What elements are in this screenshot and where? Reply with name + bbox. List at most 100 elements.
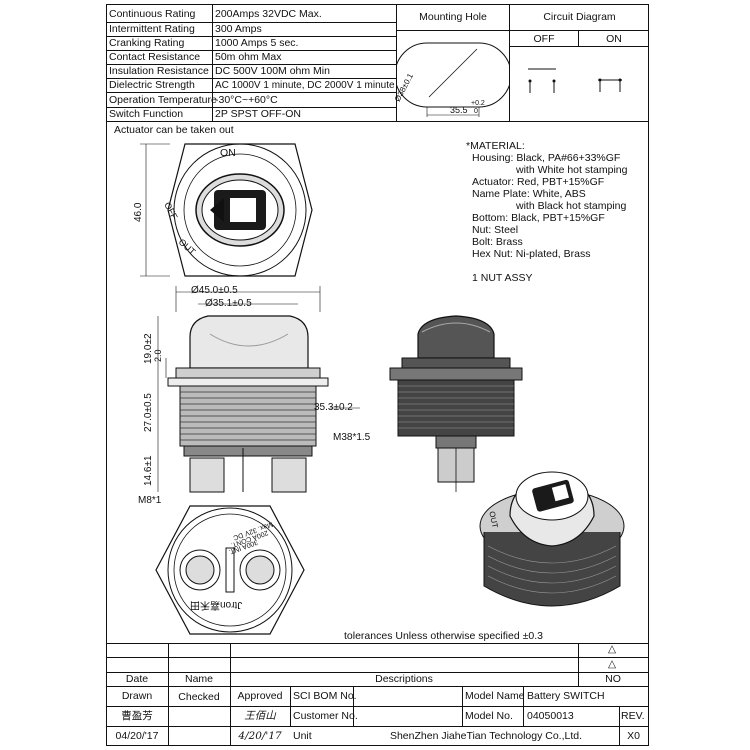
spec-divider-3 [509, 4, 510, 121]
hole-flat-tol-2: 0 [474, 108, 478, 115]
rev-top [106, 643, 649, 644]
hole-flat-label: 35.5 [450, 105, 468, 115]
row-line [106, 50, 396, 51]
tolerance-note: tolerances Unless otherwise specified ±0… [344, 630, 543, 642]
material-line: Housing: Black, PA#66+33%GF [472, 152, 621, 164]
rev-date-header: Date [125, 673, 149, 685]
tb-model-no: 04050013 [527, 710, 574, 722]
spec-label: Cranking Rating [109, 37, 185, 49]
spec-label: Switch Function [109, 108, 184, 120]
side-view-drawing [157, 286, 360, 493]
circuit-divider [578, 30, 579, 46]
material-title: *MATERIAL: [466, 140, 525, 152]
rev-col [578, 643, 579, 686]
top-view-drawing [140, 143, 313, 277]
material-line: Nut: Steel [472, 224, 519, 236]
dim-thread: M38*1.5 [333, 432, 371, 443]
spec-label: Intermittent Rating [109, 23, 195, 35]
rev-row [106, 672, 649, 673]
top-view-on: ON [220, 147, 236, 159]
tb-rev-label: REV. [621, 710, 645, 722]
circuit-off-label: OFF [533, 33, 555, 45]
material-line: with White hot stamping [516, 164, 628, 176]
rev-col [168, 643, 169, 686]
dim-w35: 35.3±0.2 [314, 402, 353, 413]
tb-col [619, 706, 620, 746]
tb-row [106, 706, 649, 707]
tb-drawn-date: 04/20/'17 [115, 730, 159, 742]
header-line [396, 30, 649, 31]
rev-triangle-icon: △ [608, 643, 617, 655]
tb-col [462, 686, 463, 726]
mounting-hole-title: Mounting Hole [419, 11, 487, 23]
spec-value: 50m ohm Max [215, 51, 282, 63]
rev-name-header: Name [184, 673, 213, 685]
dim-d35: Ø35.1±0.5 [205, 298, 252, 309]
bottom-view-drawing [155, 505, 305, 635]
spec-value: 200Amps 32VDC Max. [215, 8, 322, 20]
row-line [106, 64, 396, 65]
dim-h27: 27.0±0.5 [143, 393, 154, 432]
spec-table-bottom [106, 121, 649, 122]
mounting-hole-diagram [397, 42, 509, 117]
tb-model-no-label: Model No. [465, 710, 513, 722]
spec-label: Continuous Rating [109, 8, 196, 20]
tb-sci-bom: SCI BOM No. [293, 690, 357, 702]
tb-unit: Unit [293, 730, 312, 742]
rev-row [106, 686, 649, 687]
spec-label: Dielectric Strength [109, 79, 195, 91]
rev-triangle-icon: △ [608, 658, 617, 670]
spec-value: 2P SPST OFF-ON [215, 108, 301, 120]
frame-left [106, 4, 107, 746]
spec-value: 1000 Amps 5 sec. [215, 37, 299, 49]
dim-d45: Ø45.0±0.5 [191, 285, 238, 296]
rev-desc-header: Descriptions [375, 673, 433, 685]
material-line: Hex Nut: Ni-plated, Brass [472, 248, 591, 260]
dim-h2: 2.0 [153, 349, 163, 362]
tb-col [523, 686, 524, 726]
tb-approved: Approved [237, 690, 283, 702]
tb-company: ShenZhen JiaheTian Technology Co.,Ltd. [389, 730, 583, 742]
tb-customer: Customer No. [293, 710, 358, 722]
tb-model-name: Battery SWITCH [527, 690, 605, 702]
tb-rev-value: X0 [627, 730, 640, 742]
tb-col [168, 686, 169, 746]
spec-divider-2 [396, 4, 397, 121]
rev-row [106, 657, 649, 658]
spec-value: 300 Amps [215, 23, 262, 35]
spec-divider [212, 4, 213, 121]
tb-col [353, 686, 354, 726]
material-line: Name Plate: White, ABS [472, 188, 586, 200]
tb-row [106, 726, 649, 727]
spec-value: -30°C~+60°C [215, 94, 278, 106]
tb-col [230, 686, 231, 746]
spec-value: DC 500V 100M ohm Min [215, 65, 330, 77]
row-line [106, 107, 396, 108]
frame-right [648, 4, 649, 746]
frame-bottom [106, 745, 649, 746]
tb-drawn-name: 曹盈芳 [121, 710, 153, 722]
row-line [106, 78, 396, 79]
circuit-header-line [509, 46, 649, 47]
tb-approved-signature: 王佰山 [244, 710, 276, 722]
rev-no-header: NO [605, 673, 621, 685]
row-line [106, 36, 396, 37]
tb-drawn: Drawn [121, 690, 153, 702]
spec-value: AC 1000V 1 minute, DC 2000V 1 minute [215, 80, 395, 91]
tb-model-name-label: Model Name [465, 690, 525, 702]
actuator-note: Actuator can be taken out [114, 124, 234, 136]
circuit-symbols [528, 68, 622, 93]
spec-label: Contact Resistance [109, 51, 201, 63]
dim-bolt: M8*1 [138, 495, 162, 506]
material-line: Bottom: Black, PBT+15%GF [472, 212, 605, 224]
nut-assy-note: 1 NUT ASSY [472, 272, 533, 284]
circuit-on-label: ON [606, 33, 622, 45]
material-line: Bolt: Brass [472, 236, 523, 248]
tb-col [290, 686, 291, 726]
spec-label: Operation Temperature [109, 94, 217, 106]
row-line [106, 22, 396, 23]
tb-approved-date: 4/20/'17 [238, 730, 282, 742]
isometric-view-drawing [479, 471, 625, 607]
frame-top [106, 4, 649, 5]
